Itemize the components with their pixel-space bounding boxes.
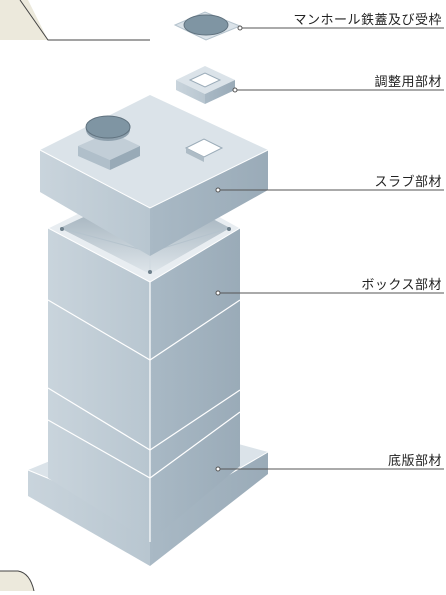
manhole-cover — [173, 11, 242, 41]
label-adjustment-member: 調整用部材 — [374, 75, 442, 90]
corner-tab-bottom — [0, 570, 35, 592]
slab-member — [39, 95, 269, 256]
label-base-member: 底版部材 — [387, 454, 442, 469]
label-box-member: ボックス部材 — [361, 278, 442, 293]
label-manhole-cover: マンホール鉄蓋及び受枠 — [293, 13, 442, 28]
corner-tab-top — [0, 0, 150, 41]
leader-dots — [215, 25, 243, 472]
adjustment-member — [176, 66, 235, 104]
leader-lines — [218, 27, 444, 470]
label-slab-member: スラブ部材 — [374, 175, 442, 190]
